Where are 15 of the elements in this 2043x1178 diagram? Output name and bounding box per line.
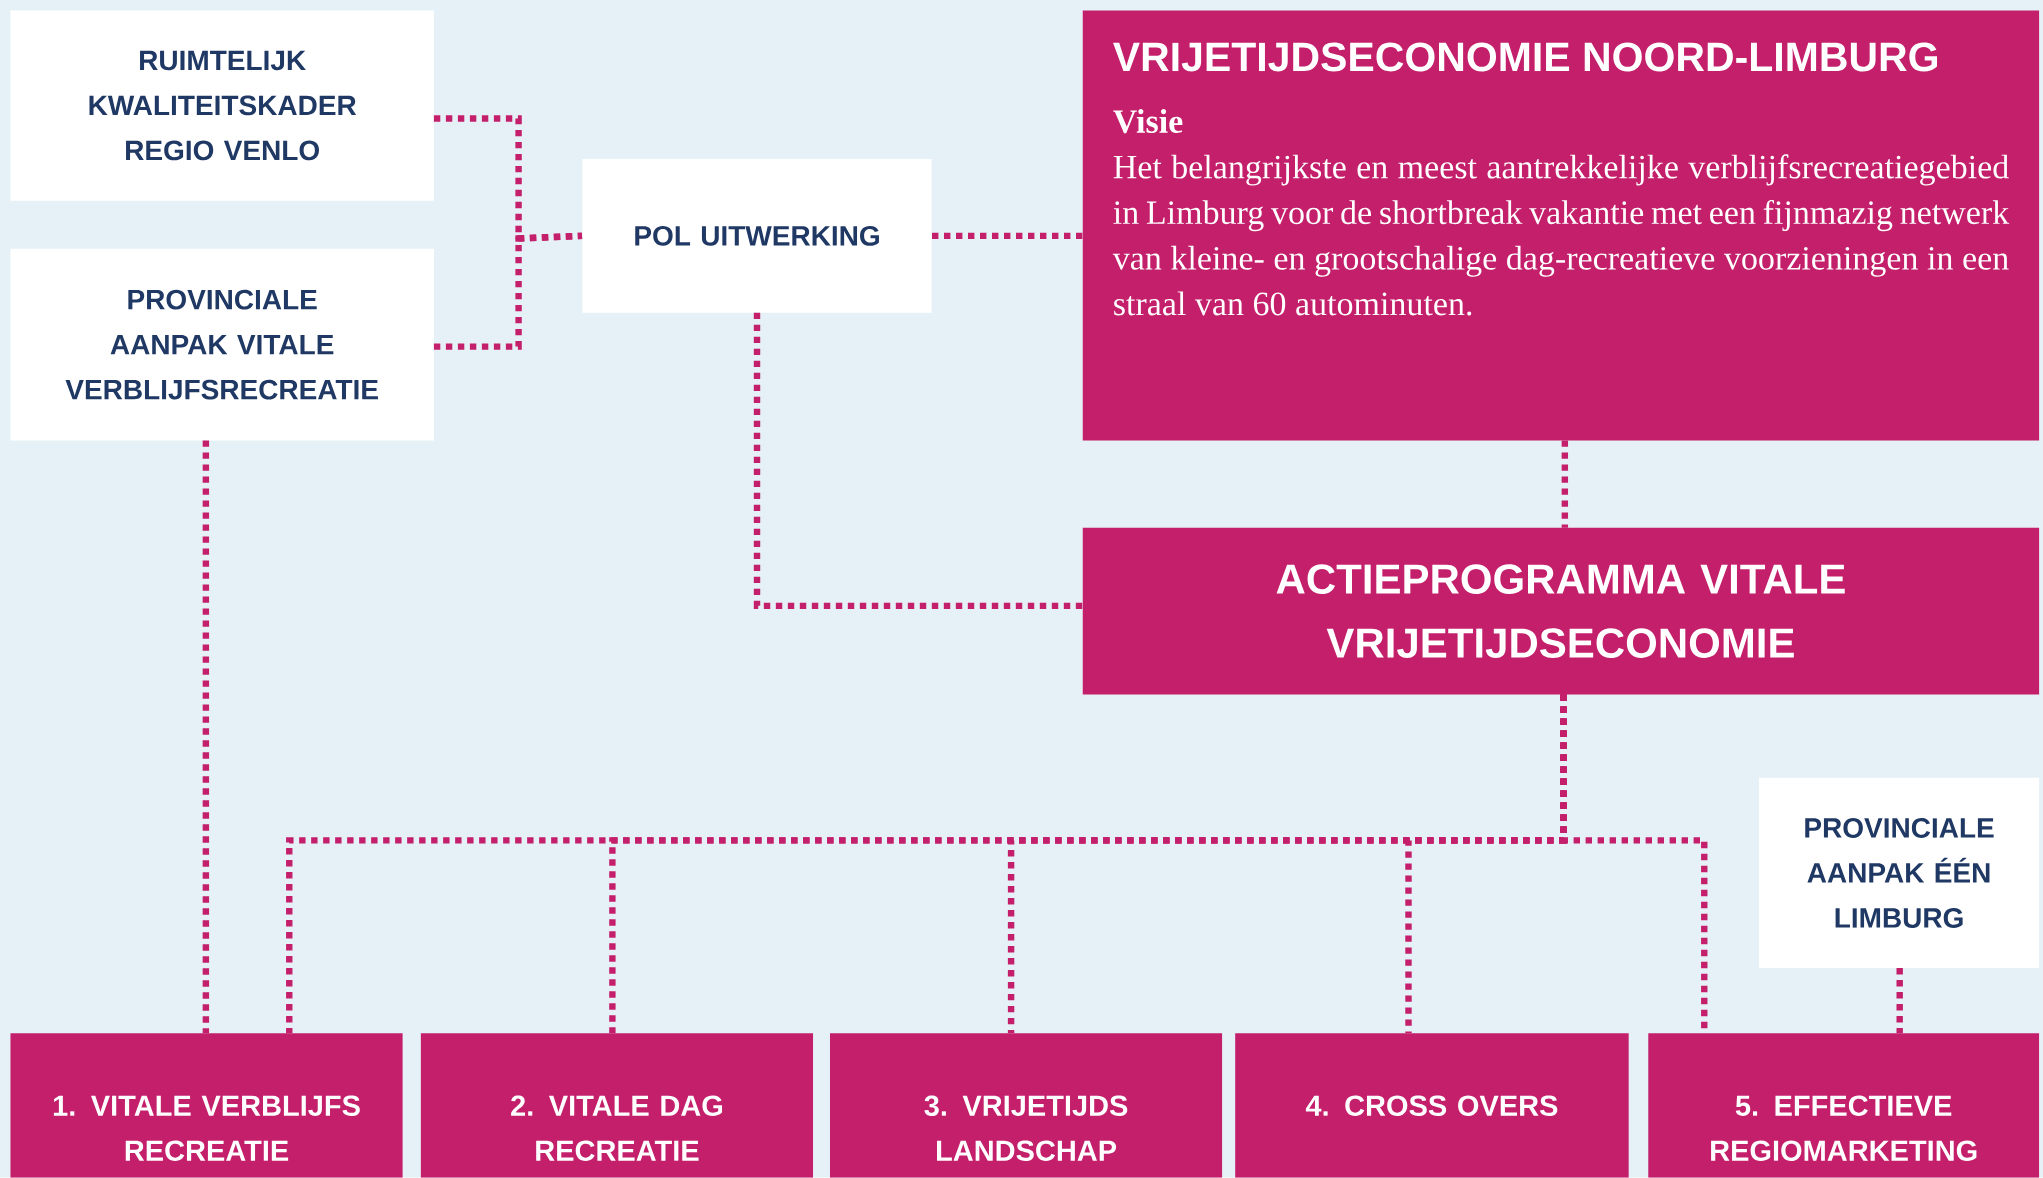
- connector: [202, 440, 210, 1034]
- source-box: POL UITWERKING: [582, 159, 932, 313]
- source-box: PROVINCIALE AANPAK ÉÉN LIMBURG: [1759, 777, 2040, 969]
- program-box: 4. CROSS OVERS: [1235, 1033, 1629, 1178]
- program-box: 2. VITALE DAG RECREATIE: [420, 1033, 814, 1178]
- source-box: RUIMTELIJK KWALITEITSKADER REGIO VENLO: [10, 10, 434, 201]
- connector: [1561, 440, 1569, 528]
- program-box: 5. EFFECTIEVE REGIOMARKETING: [1648, 1033, 2040, 1178]
- source-box: PROVINCIALE AANPAK VITALE VERBLIJFSRECREATIE: [10, 248, 434, 441]
- program-box: ACTIEPROGRAMMA VITALE VRIJETIJDSECONOMIE: [1082, 527, 2040, 695]
- vision-box: VRIJETIJDSECONOMIE NOORD-LIMBURG Visie Het belangrijkste en meest aantrekkelijke verblijfsrecreatiegebied in Limburg voor de shortbreak vakantie met een fijnmazig netwerk van kleine- en grootschalige dag-recreatieve voorzieningen in een straal van 60 autominuten.: [1082, 10, 2040, 441]
- program-box: 1. VITALE VERBLIJFS RECREATIE: [10, 1033, 403, 1178]
- connector: [433, 232, 583, 350]
- connector: [753, 312, 1083, 610]
- program-box: 3. VRIJETIJDS LANDSCHAP: [830, 1033, 1223, 1178]
